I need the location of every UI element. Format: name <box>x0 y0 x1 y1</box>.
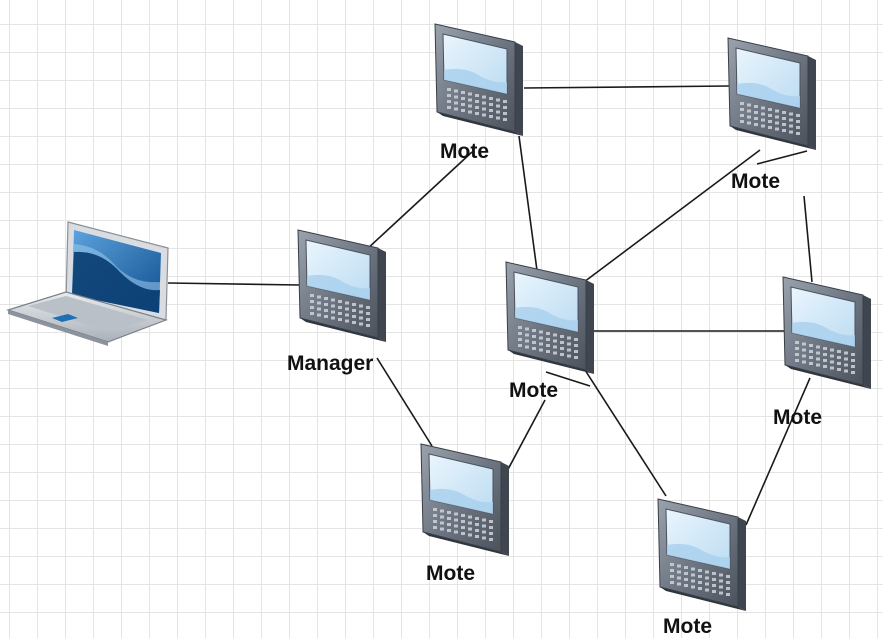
mote-top-label: Mote <box>440 140 489 163</box>
mote-right-label: Mote <box>773 406 822 429</box>
edge-mote-top-mote-top-right <box>523 85 730 89</box>
mote-bottom-right-label: Mote <box>663 615 712 638</box>
mote-bottom-right-device-icon <box>657 498 747 612</box>
manager-device-icon <box>297 229 387 343</box>
edge-mote-top-right-mote-right <box>803 195 813 283</box>
mote-center-device-icon <box>505 261 595 375</box>
mote-top-right-device-icon <box>727 37 817 151</box>
edge-mote-right-mote-bottom-right <box>745 377 811 526</box>
mote-bottom-left-device-icon <box>420 443 510 557</box>
edge-mote-center-mote-bottom-right <box>584 369 667 497</box>
edge-manager-mote-top <box>365 151 473 251</box>
mote-center-label: Mote <box>509 379 558 402</box>
mote-right-device-icon <box>782 276 872 390</box>
edge-mote-center-mote-top-right <box>575 149 761 289</box>
connections <box>167 85 813 526</box>
edge-mote-top-right-stub <box>756 150 808 165</box>
edge-mote-top-mote-center <box>518 135 539 279</box>
manager-label: Manager <box>287 352 373 375</box>
edge-mote-center-stub <box>545 371 591 387</box>
laptop-icon <box>6 221 169 346</box>
mote-bottom-left-label: Mote <box>426 562 475 585</box>
edge-laptop-manager <box>167 282 301 286</box>
edge-manager-mote-bottom-left <box>376 357 433 447</box>
mote-top-right-label: Mote <box>731 170 780 193</box>
mote-top-device-icon <box>434 23 524 137</box>
